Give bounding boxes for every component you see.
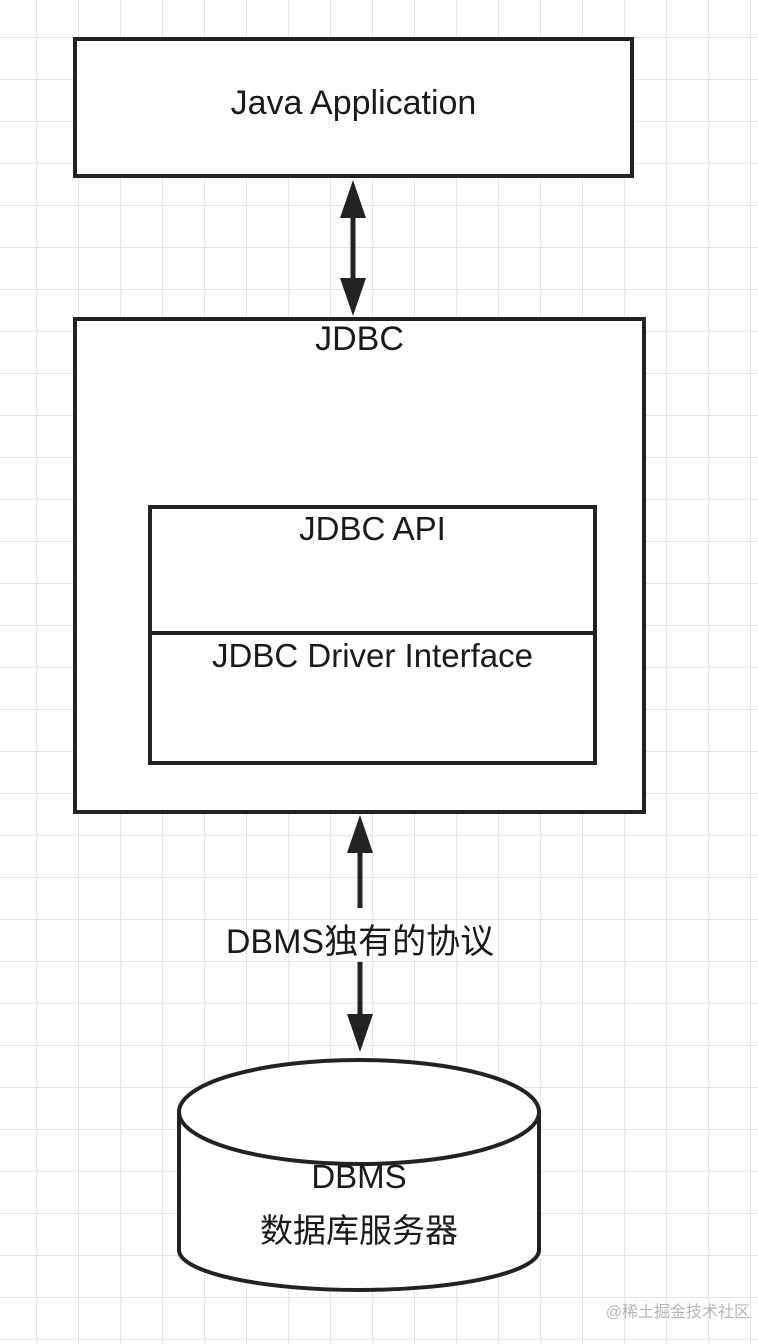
jdbc-dbms-edge-label: DBMS独有的协议 (225, 923, 495, 961)
java-application-label: Java Application (230, 84, 477, 122)
jdbc-api-divider (148, 631, 597, 635)
jdbc-api-label: JDBC API (299, 510, 446, 547)
jdbc-api-node (148, 505, 597, 765)
dbms-server-label: 数据库服务器 (260, 1212, 458, 1249)
watermark-text: @稀土掘金技术社区 (605, 1304, 750, 1321)
dbms-cylinder-node (177, 1058, 541, 1292)
jdbc-label: JDBC (315, 320, 404, 358)
jdbc-dbms-arrow (347, 815, 373, 1052)
java-application-node (73, 37, 634, 178)
jdbc-driver-interface-label: JDBC Driver Interface (212, 637, 533, 674)
app-jdbc-arrow (340, 180, 366, 316)
dbms-label: DBMS (311, 1158, 407, 1195)
